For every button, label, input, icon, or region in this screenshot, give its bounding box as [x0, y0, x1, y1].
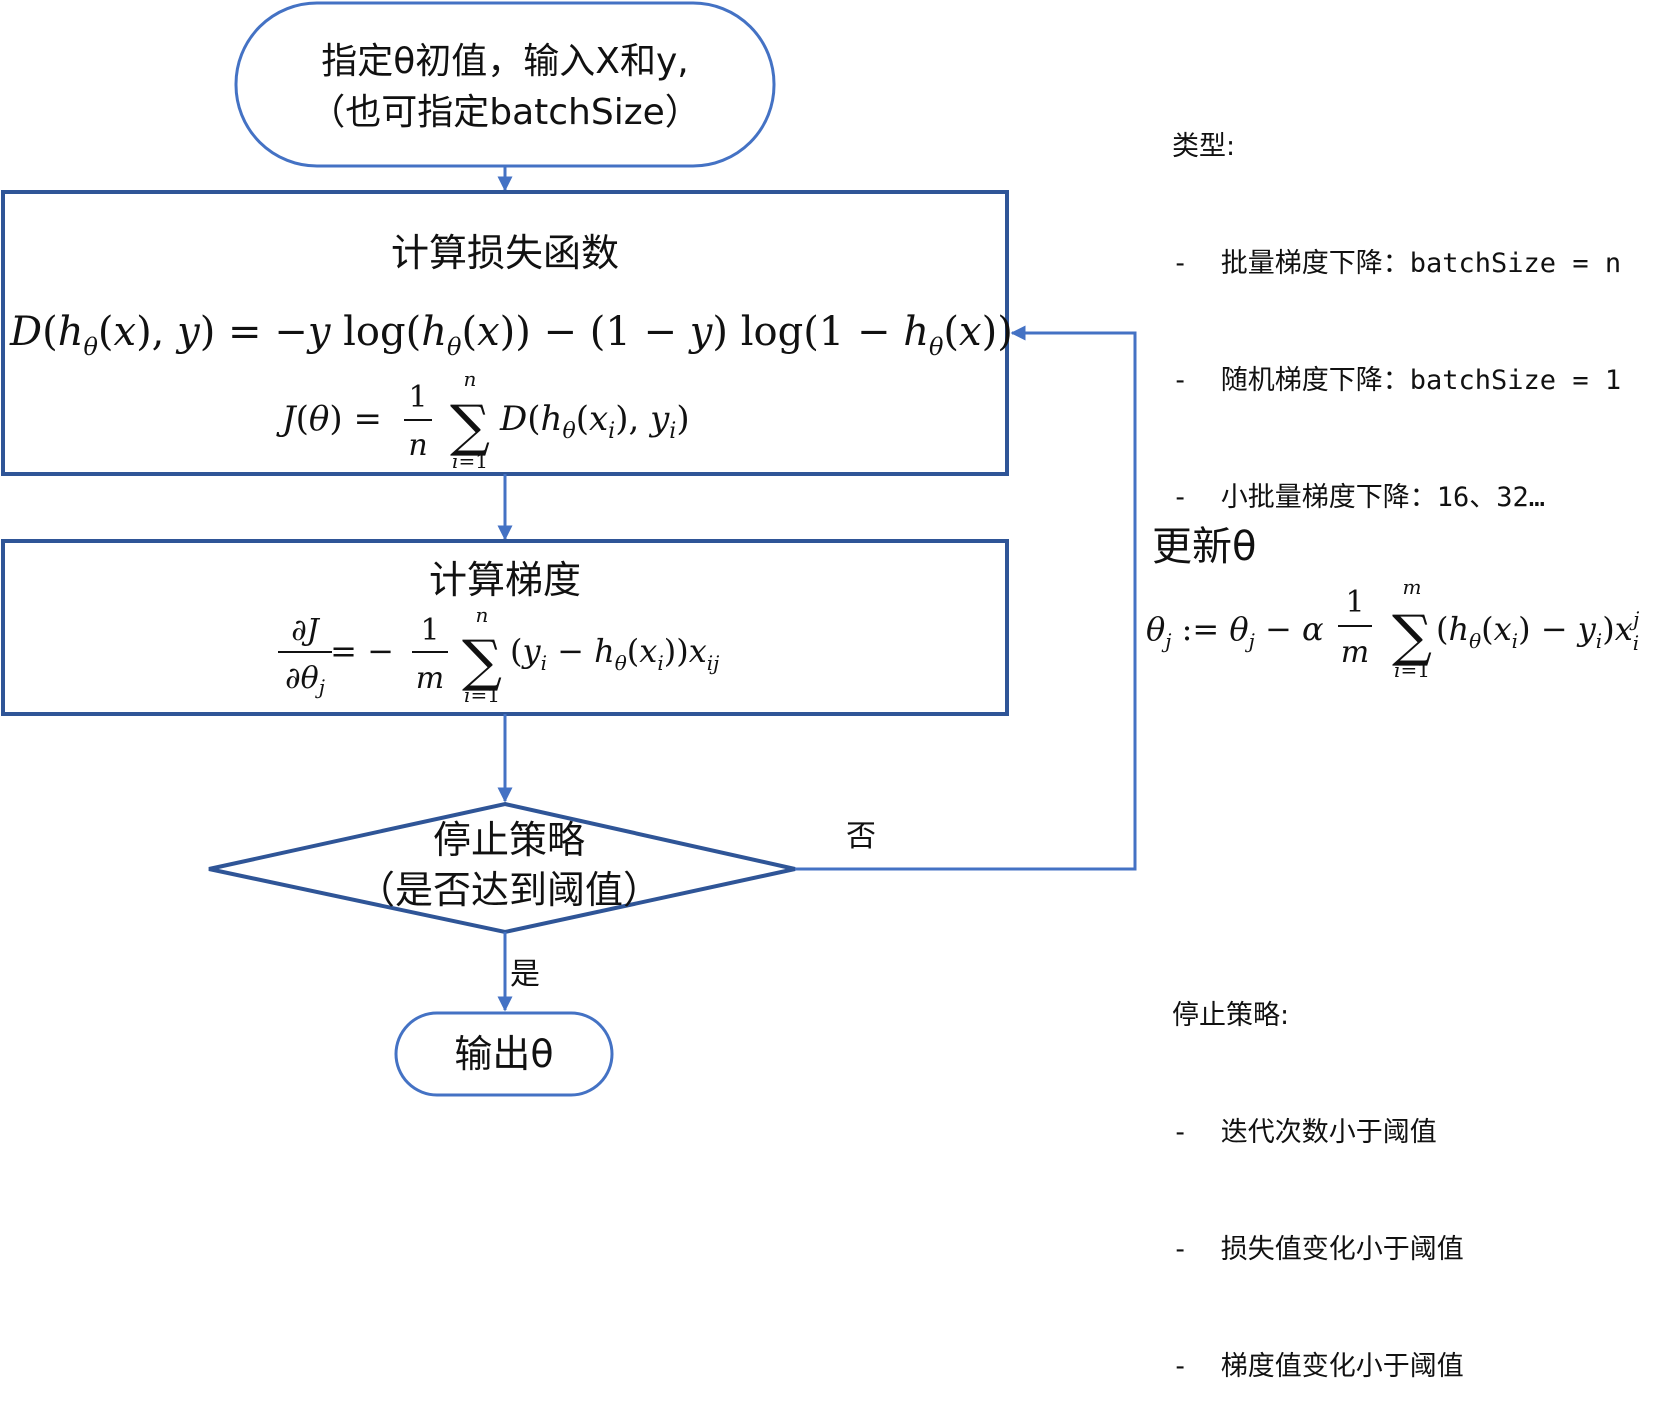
end-node: 输出θ	[394, 1011, 614, 1097]
svg-text:i=1: i=1	[1394, 658, 1430, 682]
update-title: 更新θ	[1152, 524, 1256, 570]
types-note: 类型: - 批量梯度下降：batchSize = n - 随机梯度下降：batc…	[1172, 49, 1621, 556]
types-note-title: 类型:	[1172, 131, 1236, 162]
flowchart-canvas: 指定θ初值，输入X和y, （也可指定batchSize） 计算损失函数 D(hθ…	[1, 1, 1639, 1097]
decision-label-line1: 停止策略	[433, 818, 585, 862]
decision-node: 停止策略 （是否达到阈值）	[208, 801, 796, 935]
svg-text:D(hθ(x), y) = −y log(hθ(x)) −: D(hθ(x), y) = −y log(hθ(x)) − (1 − y) lo…	[9, 309, 1013, 361]
gradient-title: 计算梯度	[429, 558, 581, 602]
start-label-line1: 指定θ初值，输入X和y,	[321, 41, 688, 82]
svg-text:i=1: i=1	[464, 683, 500, 707]
start-node: 指定θ初值，输入X和y, （也可指定batchSize）	[234, 1, 776, 168]
arrow-no-loop-back	[795, 325, 1137, 871]
end-label: 输出θ	[454, 1032, 553, 1076]
types-note-item: - 随机梯度下降：batchSize = 1	[1172, 365, 1622, 396]
stop-strategy-note-item: - 迭代次数小于阈值	[1172, 1117, 1437, 1148]
svg-text:m: m	[416, 661, 444, 696]
svg-text:∂θj: ∂θj	[285, 661, 325, 699]
edge-label-no: 否	[846, 819, 876, 854]
svg-text:1: 1	[1345, 585, 1364, 620]
svg-text:∑: ∑	[450, 394, 490, 459]
svg-text:1: 1	[420, 613, 439, 648]
stop-strategy-note-title: 停止策略:	[1172, 1000, 1290, 1031]
loss-title: 计算损失函数	[391, 231, 619, 275]
svg-text:n: n	[476, 603, 489, 627]
svg-text:(yi − hθ(xi))xij: (yi − hθ(xi))xij	[510, 632, 719, 675]
decision-label-line2: （是否达到阈值）	[357, 868, 661, 912]
svg-text:m: m	[1341, 635, 1369, 670]
loss-formula-j: J(θ) = 1 n n ∑ i=1 D(hθ(xi), yi)	[276, 367, 690, 473]
svg-text:1: 1	[408, 380, 427, 415]
svg-text:∑: ∑	[462, 629, 502, 694]
svg-text:∑: ∑	[1392, 604, 1432, 669]
svg-text:J(θ) =: J(θ) =	[276, 399, 382, 439]
types-note-item: - 小批量梯度下降：16、32…	[1172, 482, 1546, 513]
svg-text:i=1: i=1	[452, 449, 488, 473]
loss-formula-d: D(hθ(x), y) = −y log(hθ(x)) − (1 − y) lo…	[9, 309, 1013, 361]
gradient-process-box: 计算梯度 ∂J ∂θj = − 1 m n ∑ i=1 (yi − hθ(xi)…	[1, 539, 1009, 716]
svg-text:= −: = −	[330, 632, 394, 670]
svg-text:n: n	[464, 367, 477, 391]
update-formula: θj := θj − α 1 m m ∑ i=1 (hθ(xi) − yi)xi…	[1146, 575, 1639, 682]
stop-strategy-note-item: - 梯度值变化小于阈值	[1172, 1351, 1464, 1382]
svg-text:(hθ(xi) − yi)xij: (hθ(xi) − yi)xij	[1436, 607, 1639, 655]
edge-label-yes: 是	[510, 957, 540, 992]
stop-strategy-note: 停止策略: - 迭代次数小于阈值 - 损失值变化小于阈值 - 梯度值变化小于阈值	[1172, 918, 1464, 1425]
types-note-item: - 批量梯度下降：batchSize = n	[1172, 248, 1622, 279]
svg-text:θj := θj − α: θj := θj − α	[1146, 610, 1324, 653]
gradient-formula: ∂J ∂θj = − 1 m n ∑ i=1 (yi − hθ(xi))xij	[278, 603, 719, 707]
svg-text:n: n	[408, 428, 427, 463]
loss-process-box: 计算损失函数 D(hθ(x), y) = −y log(hθ(x)) − (1 …	[1, 190, 1013, 476]
update-annotation: 更新θ θj := θj − α 1 m m ∑ i=1 (hθ(xi) − y…	[1146, 524, 1639, 682]
stop-strategy-note-item: - 损失值变化小于阈值	[1172, 1234, 1464, 1265]
start-label-line2: （也可指定batchSize）	[309, 92, 701, 133]
svg-text:∂J: ∂J	[291, 613, 321, 648]
svg-text:m: m	[1403, 575, 1422, 599]
svg-text:D(hθ(xi), yi): D(hθ(xi), yi)	[499, 399, 690, 444]
